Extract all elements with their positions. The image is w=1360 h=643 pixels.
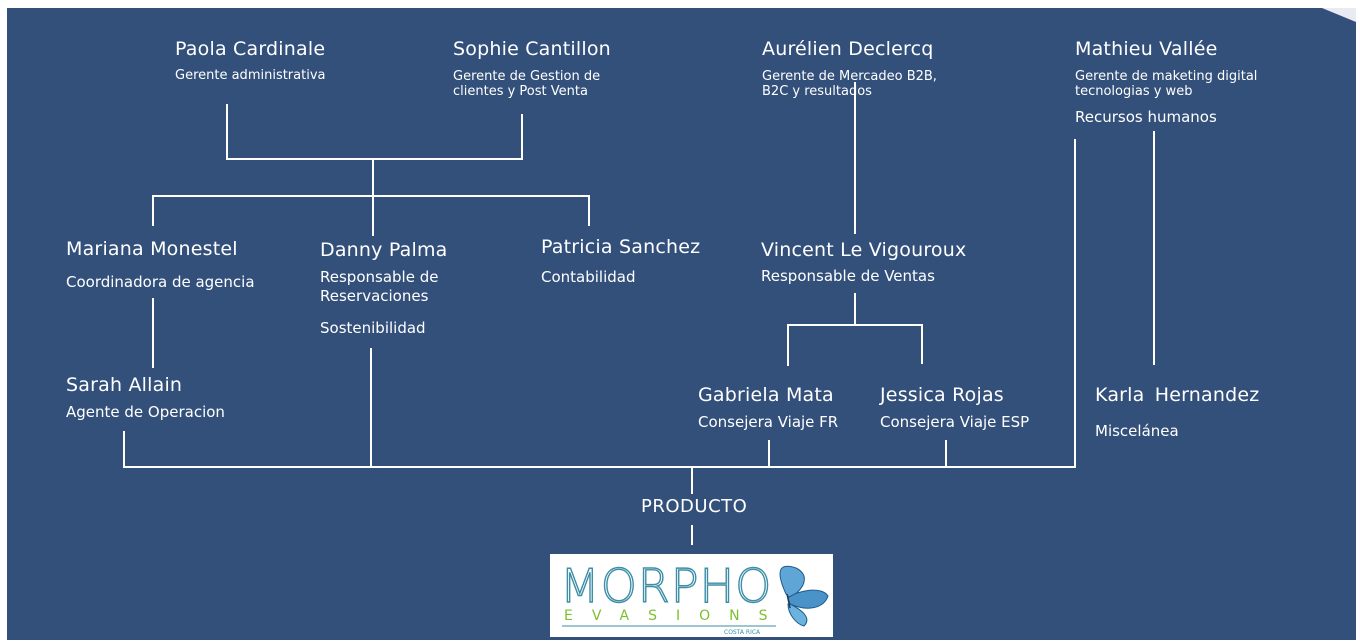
patricia-name: Patricia Sanchez xyxy=(541,236,701,258)
logo-subword: EVASIONS xyxy=(564,608,787,624)
jessica-role: Consejera Viaje ESP xyxy=(880,413,1030,431)
sophie-role: Gerente de Gestion de clientes y Post Ve… xyxy=(453,69,631,99)
mariana-role: Coordinadora de agencia xyxy=(66,273,255,291)
morpho-logo: MORPHO EVASIONS COSTA RICA xyxy=(550,554,833,637)
mathieu-role-line1: Gerente de maketing digital xyxy=(1075,69,1258,84)
patricia-role: Contabilidad xyxy=(541,268,636,286)
mariana-name: Mariana Monestel xyxy=(66,238,238,260)
paola-name: Paola Cardinale xyxy=(175,38,326,60)
danny-extra: Sostenibilidad xyxy=(320,319,426,337)
jessica-name: Jessica Rojas xyxy=(880,384,1004,406)
vincent-name: Vincent Le Vigouroux xyxy=(761,239,967,261)
paola-role: Gerente administrativa xyxy=(175,68,326,83)
danny-role: Responsable de Reservaciones xyxy=(320,268,476,306)
aurelien-role-line1: Gerente de Mercadeo B2B, xyxy=(762,69,937,84)
vincent-role: Responsable de Ventas xyxy=(761,267,935,285)
connector-lines xyxy=(123,82,1155,545)
danny-name: Danny Palma xyxy=(320,239,448,261)
sarah-role: Agente de Operacion xyxy=(66,403,225,421)
gabriela-name: Gabriela Mata xyxy=(698,384,834,406)
mathieu-extra: Recursos humanos xyxy=(1075,108,1217,126)
mathieu-role-line2: tecnologias y web xyxy=(1075,84,1193,99)
sarah-name: Sarah Allain xyxy=(66,374,183,396)
producto-label: PRODUCTO xyxy=(641,496,748,517)
sophie-name: Sophie Cantillon xyxy=(453,38,611,60)
karla-name: Karla Hernandez xyxy=(1095,384,1260,406)
sophie-role-line2: clientes y Post Venta xyxy=(453,84,588,99)
aurelien-name: Aurélien Declercq xyxy=(762,38,934,60)
butterfly-icon xyxy=(779,565,829,627)
danny-role-line1: Responsable de xyxy=(320,268,439,286)
logo-word: MORPHO xyxy=(560,559,772,613)
org-chart: Paola Cardinale Gerente administrativa S… xyxy=(7,8,1356,640)
gabriela-role: Consejera Viaje FR xyxy=(698,413,839,431)
aurelien-role: Gerente de Mercadeo B2B, B2C y resultado… xyxy=(762,69,984,99)
corner-glint xyxy=(1322,8,1356,22)
mathieu-name: Mathieu Vallée xyxy=(1075,38,1218,60)
mathieu-role: Gerente de maketing digital tecnologias … xyxy=(1075,69,1257,99)
sophie-role-line1: Gerente de Gestion de xyxy=(453,69,601,84)
aurelien-role-line2: B2C y resultados xyxy=(762,84,872,99)
danny-role-line2: Reservaciones xyxy=(320,287,429,305)
karla-role: Miscelánea xyxy=(1095,422,1179,440)
logo-country: COSTA RICA xyxy=(724,629,761,636)
